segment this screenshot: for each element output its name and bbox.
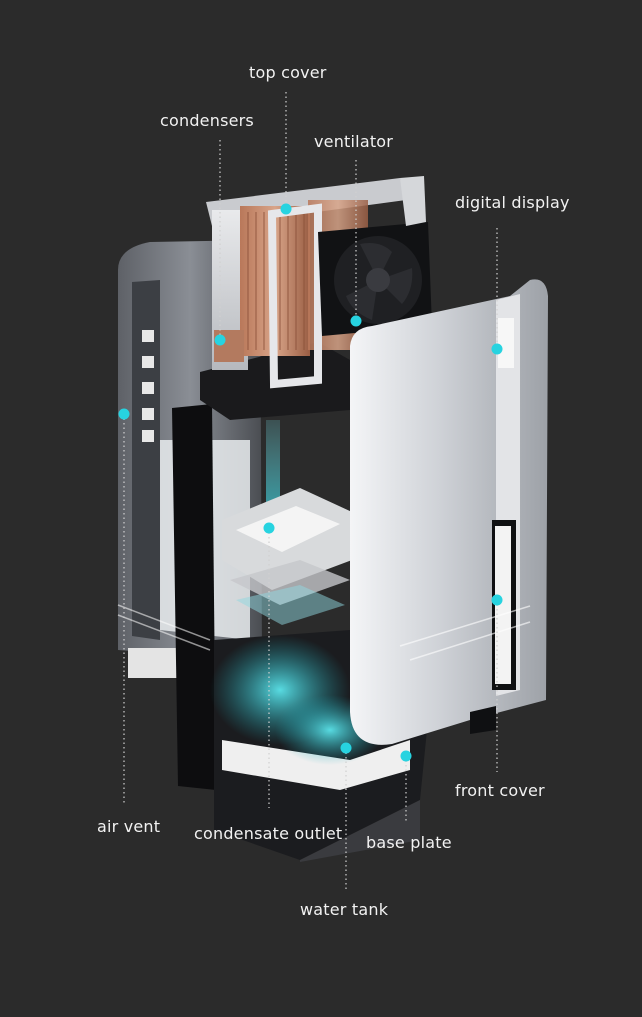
label-air-vent: air vent (97, 817, 161, 836)
dot-condensate-outlet (263, 522, 275, 534)
label-condensers: condensers (160, 111, 254, 130)
dot-condensers (214, 334, 226, 346)
label-base-plate: base plate (366, 833, 452, 852)
dot-base-plate (400, 750, 412, 762)
label-condensate-outlet: condensate outlet (194, 824, 343, 843)
air-vent-panel (172, 404, 216, 790)
internal-trays (222, 488, 352, 625)
label-water-tank: water tank (300, 900, 389, 919)
condenser-assembly (206, 178, 406, 389)
front-cover-panel (350, 279, 548, 745)
label-digital-display: digital display (455, 193, 570, 212)
dot-air-vent (118, 408, 130, 420)
callout-dots (118, 203, 503, 762)
label-top-cover: top cover (249, 63, 327, 82)
label-front-cover: front cover (455, 781, 545, 800)
ventilator-fan (318, 176, 432, 336)
label-ventilator: ventilator (314, 132, 394, 151)
dot-top-cover (280, 203, 292, 215)
dot-ventilator (350, 315, 362, 327)
air-vent-streaks (117, 604, 211, 651)
dot-digital-display (491, 343, 503, 355)
dot-water-tank (340, 742, 352, 754)
dot-front-cover (491, 594, 503, 606)
leader-lines (123, 92, 498, 890)
